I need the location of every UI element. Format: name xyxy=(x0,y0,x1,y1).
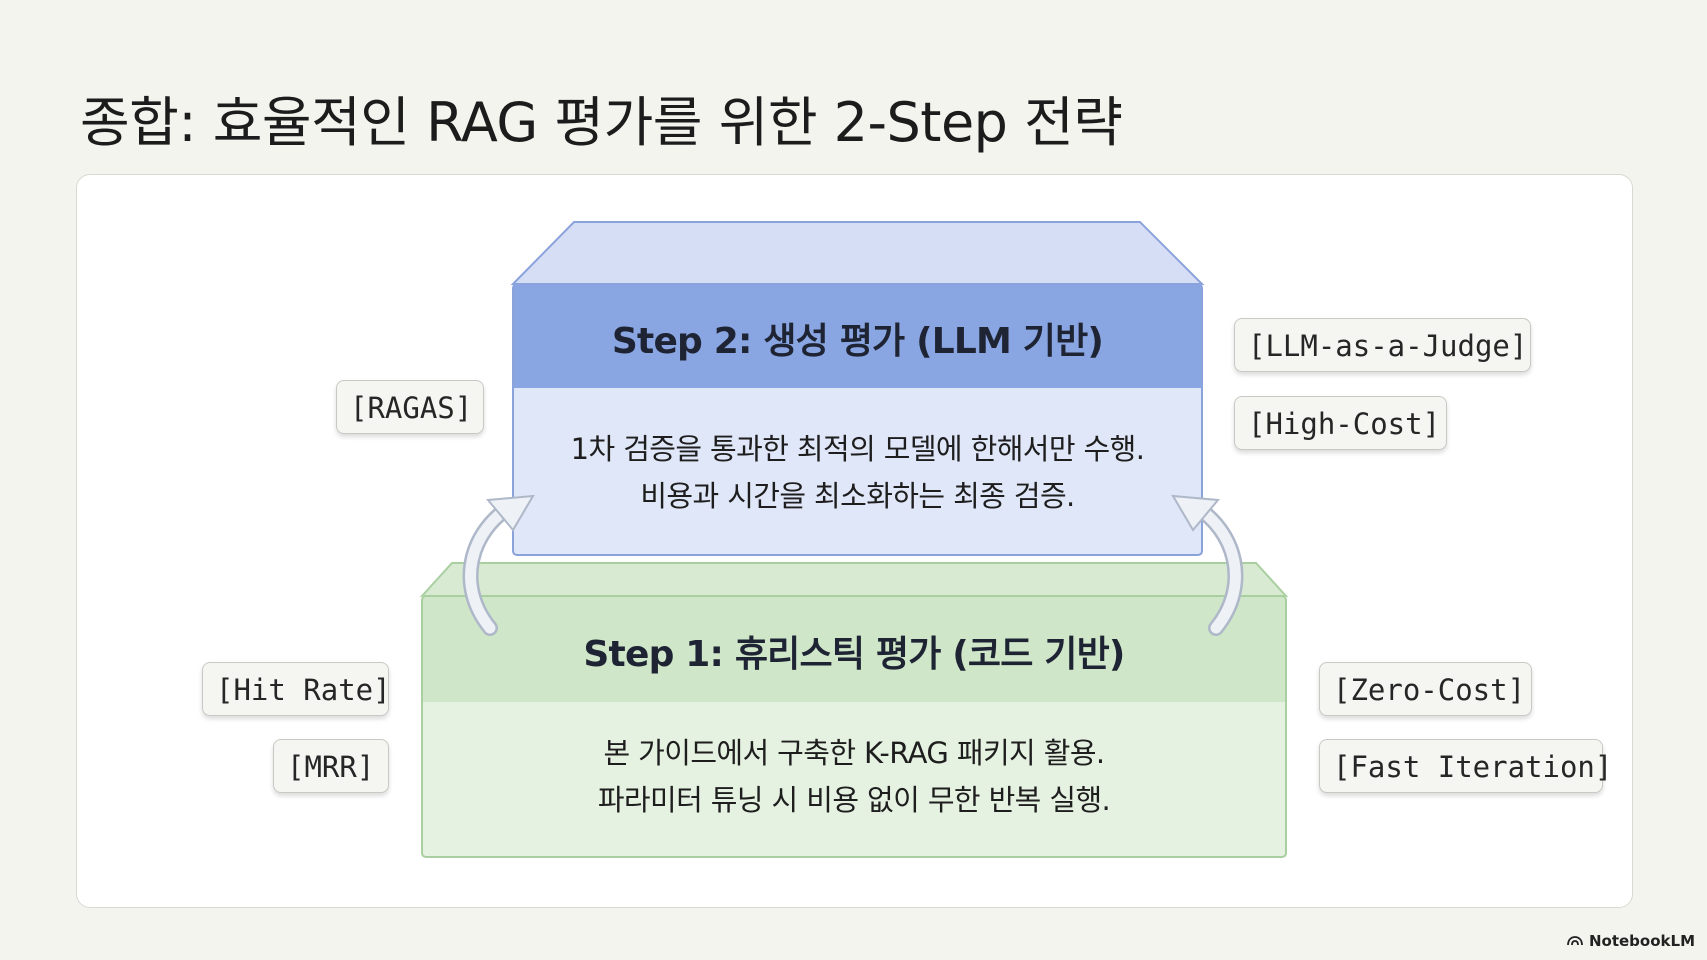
step2-body-band xyxy=(513,388,1202,555)
page-title: 종합: 효율적인 RAG 평가를 위한 2-Step 전략 xyxy=(80,91,1123,154)
step2-header-band xyxy=(513,284,1202,388)
tag-ragas: [RAGAS] xyxy=(336,380,484,434)
notebooklm-logo-icon xyxy=(1567,936,1583,946)
brand-label: NotebookLM xyxy=(1588,932,1695,950)
step1-heading: Step 1: 휴리스틱 평가 (코드 기반) xyxy=(583,634,1125,675)
step1-block xyxy=(419,562,1289,858)
right-up-arrow xyxy=(1171,494,1244,636)
step1-header-band xyxy=(422,596,1286,702)
step1-description-line2: 파라미터 튜닝 시 비용 없이 무한 반복 실행. xyxy=(597,783,1111,817)
tag-zero-cost: [Zero-Cost] xyxy=(1319,662,1532,716)
notebooklm-brand: NotebookLM xyxy=(1567,932,1695,950)
step2-description-line1: 1차 검증을 통과한 최적의 모델에 한해서만 수행. xyxy=(570,432,1145,466)
left-up-arrow xyxy=(462,494,535,636)
step2-outline xyxy=(512,283,1203,556)
tag-fast-iteration: [Fast Iteration] xyxy=(1319,739,1612,793)
step1-description-line1: 본 가이드에서 구축한 K-RAG 패키지 활용. xyxy=(603,736,1105,770)
step1-top-face xyxy=(419,562,1289,597)
tag-high-cost: [High-Cost] xyxy=(1234,396,1447,450)
step2-description-line2: 비용과 시간을 최소화하는 최종 검증. xyxy=(640,479,1075,513)
step2-block xyxy=(510,221,1205,556)
step2-heading: Step 2: 생성 평가 (LLM 기반) xyxy=(611,321,1104,362)
step1-body-band xyxy=(422,702,1286,857)
tag-hit-rate: [Hit Rate] xyxy=(202,662,391,716)
tag-llm-as-a-judge: [LLM-as-a-Judge] xyxy=(1234,318,1531,372)
step2-top-face xyxy=(510,221,1205,285)
step1-outline xyxy=(421,595,1287,858)
tag-mrr: [MRR] xyxy=(273,739,389,793)
